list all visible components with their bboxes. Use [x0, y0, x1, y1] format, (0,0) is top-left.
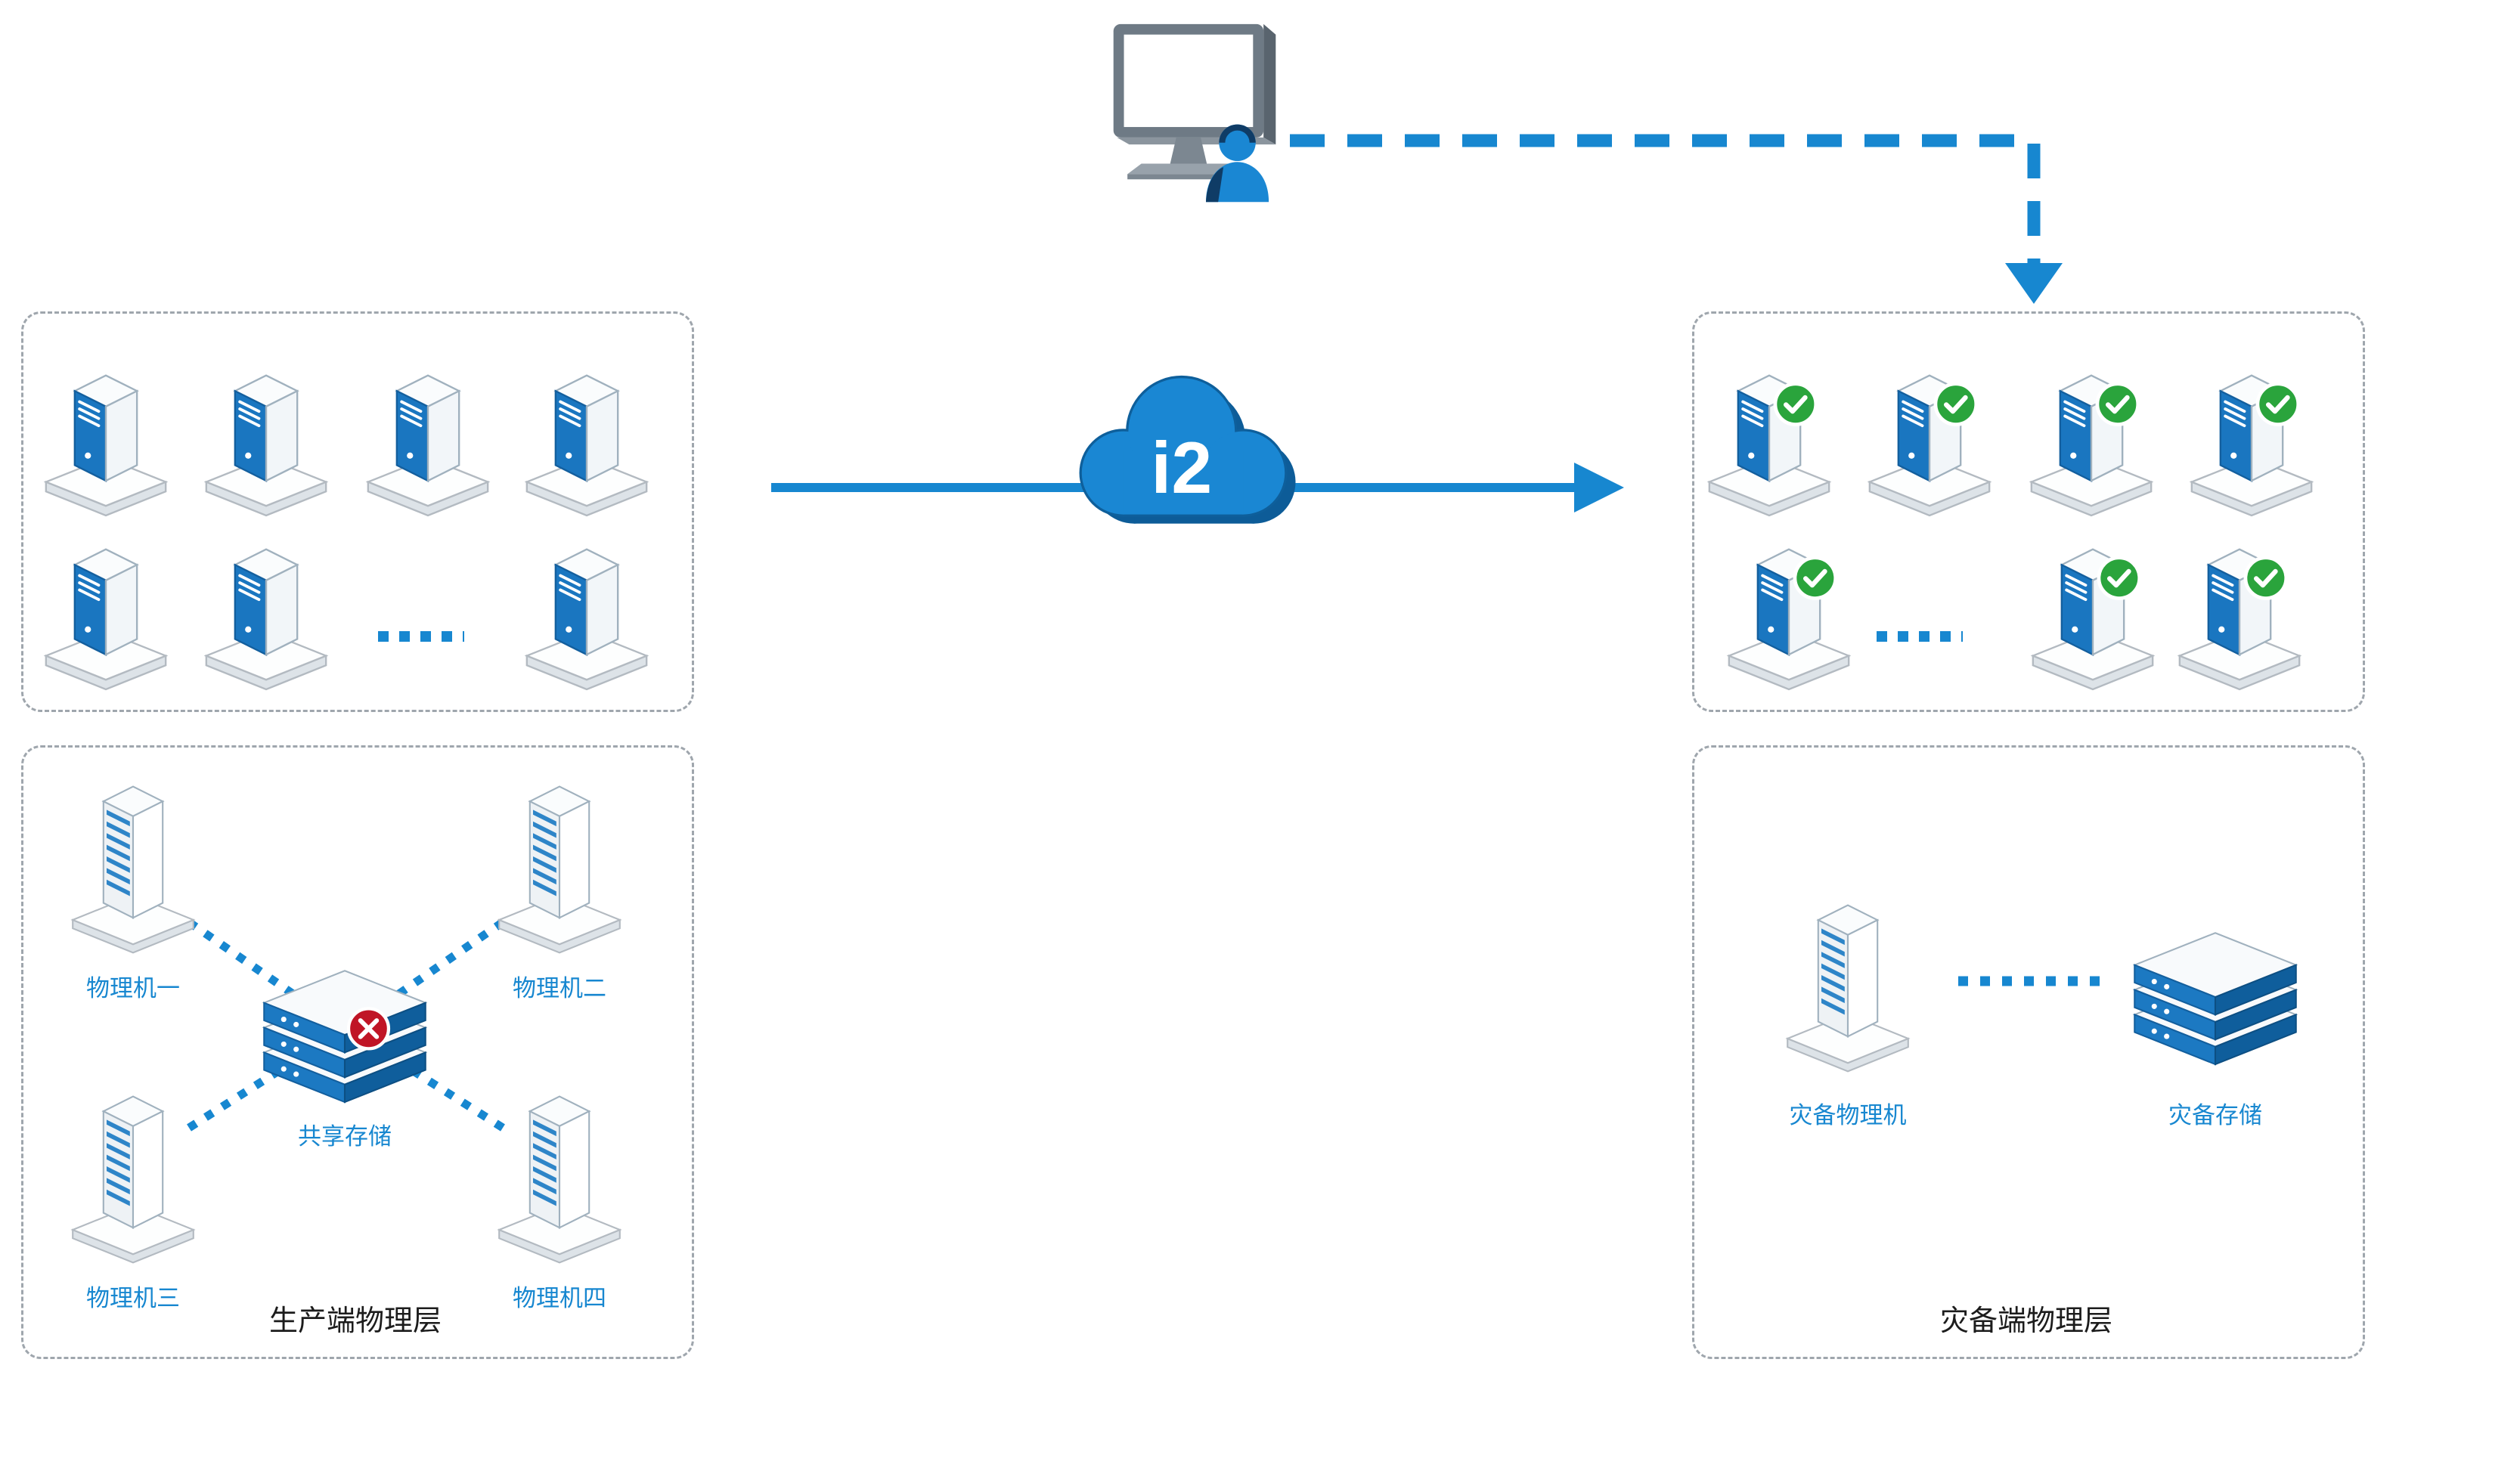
server-check-icon	[1717, 522, 1861, 701]
physical-machine-icon	[54, 761, 212, 962]
server-check-icon	[2180, 348, 2323, 528]
control-dashed-arrow-line	[1290, 134, 2041, 266]
shared-storage-label: 共享存储	[298, 1123, 392, 1150]
dr-storage-label: 灾备存储	[2168, 1102, 2262, 1129]
physical-machine-icon	[480, 761, 639, 962]
monitor-user-icon	[1093, 14, 1319, 223]
production-servers-group	[21, 311, 694, 712]
machine1-label: 物理机一	[86, 975, 180, 1002]
server-tower-icon	[34, 348, 178, 528]
server-check-icon	[1858, 348, 2001, 528]
replication-arrow-head	[1574, 463, 1624, 512]
physical-machine-icon	[54, 1071, 212, 1272]
shared-storage-error-icon	[246, 945, 443, 1110]
dr-storage-icon	[2117, 907, 2314, 1073]
server-tower-icon	[356, 348, 500, 528]
server-tower-icon	[194, 348, 338, 528]
physical-machine-icon	[480, 1071, 639, 1272]
dr-servers-group	[1692, 311, 2365, 712]
server-tower-icon	[515, 522, 659, 701]
server-check-icon	[2168, 522, 2311, 701]
server-check-icon	[2021, 522, 2165, 701]
machine4-label: 物理机四	[513, 1285, 606, 1311]
machine3-label: 物理机三	[86, 1285, 180, 1311]
server-tower-icon	[34, 522, 178, 701]
i2-cloud-icon: i2	[1059, 351, 1308, 543]
server-tower-icon	[515, 348, 659, 528]
production-layer-title: 生产端物理层	[268, 1305, 442, 1337]
machine2-label: 物理机二	[513, 975, 606, 1002]
cloud-label: i2	[1151, 426, 1212, 509]
server-check-icon	[1697, 348, 1841, 528]
dr-physical-layer-group	[1692, 745, 2365, 1359]
dr-physical-machine-icon	[1768, 880, 1927, 1081]
dotted-connector-machine1-storage	[186, 918, 299, 1000]
control-dashed-arrow-head	[2005, 263, 2063, 304]
server-tower-icon	[194, 522, 338, 701]
dr-machine-label: 灾备物理机	[1789, 1102, 1907, 1129]
dr-layer-title: 灾备端物理层	[1939, 1305, 2113, 1337]
production-physical-layer-group	[21, 745, 694, 1359]
dotted-connector-machine2-storage	[392, 918, 506, 1000]
server-check-icon	[2019, 348, 2163, 528]
